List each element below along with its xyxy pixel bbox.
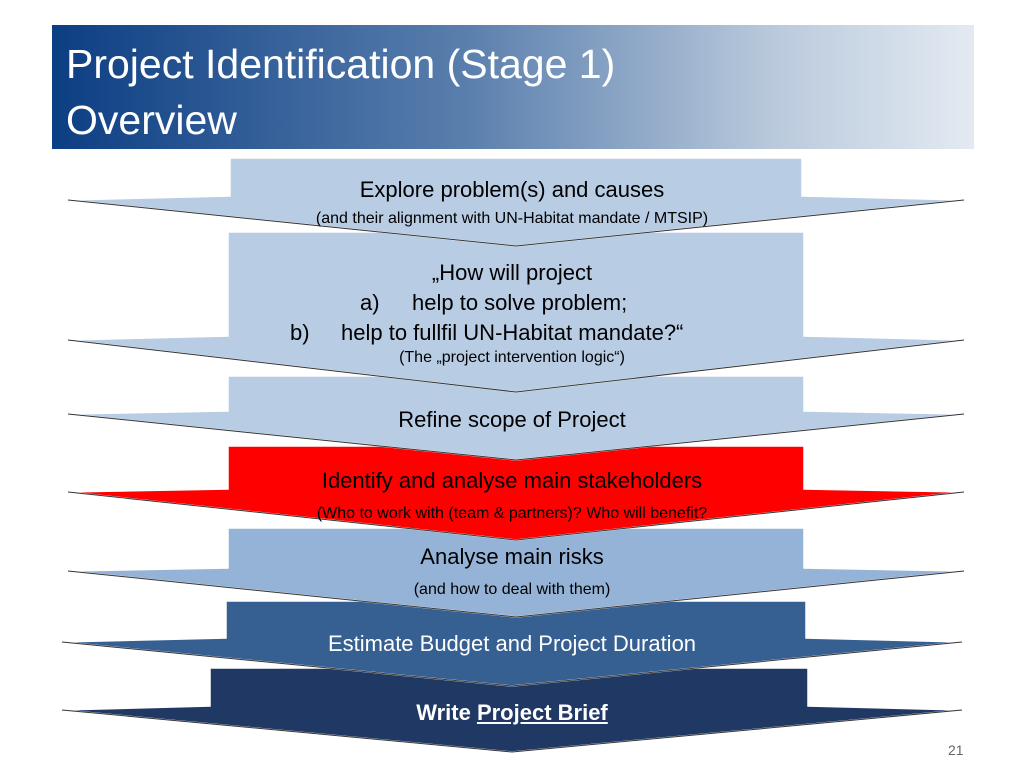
step-4-subtitle: (Who to work with (team & partners)? Who… [316, 505, 708, 522]
step-5-subtitle: (and how to deal with them) [413, 581, 611, 598]
step-6-title: Estimate Budget and Project Duration [327, 631, 697, 656]
step-1-subtitle: (and their alignment with UN-Habitat man… [315, 210, 709, 227]
project-brief-link[interactable]: Project Brief [476, 700, 608, 725]
step-2-item-b-text: help to fullfil UN-Habitat mandate?“ [341, 320, 684, 345]
step-1-title: Explore problem(s) and causes [359, 177, 665, 202]
step-2-item-a-marker: a) [360, 290, 380, 315]
step-5-title: Analyse main risks [420, 544, 604, 569]
step-2-item-a: a) help to solve problem; [0, 288, 1024, 318]
page-number: 21 [948, 742, 964, 758]
step-2-subtitle: (The „project intervention logic“) [399, 349, 625, 366]
step-2-intro: „How will project [431, 260, 593, 285]
step-2-item-a-text: help to solve problem; [412, 290, 628, 315]
step-2-item-b-marker: b) [290, 320, 310, 345]
step-4-title: Identify and analyse main stakeholders [321, 468, 703, 493]
step-2-item-b: b) help to fullfil UN-Habitat mandate?“ [0, 318, 1024, 348]
chevron-step-5 [67, 527, 965, 618]
step-7-prefix: Write [416, 700, 477, 725]
step-3-title: Refine scope of Project [398, 407, 626, 432]
page-title: Project Identification (Stage 1) [66, 41, 616, 87]
step-2-content: „How will project a) help to solve probl… [0, 258, 1024, 348]
page-subtitle: Overview [66, 97, 237, 143]
title-bar: Project Identification (Stage 1) Overvie… [52, 25, 974, 149]
step-7-title: Write Project Brief [0, 700, 1024, 726]
